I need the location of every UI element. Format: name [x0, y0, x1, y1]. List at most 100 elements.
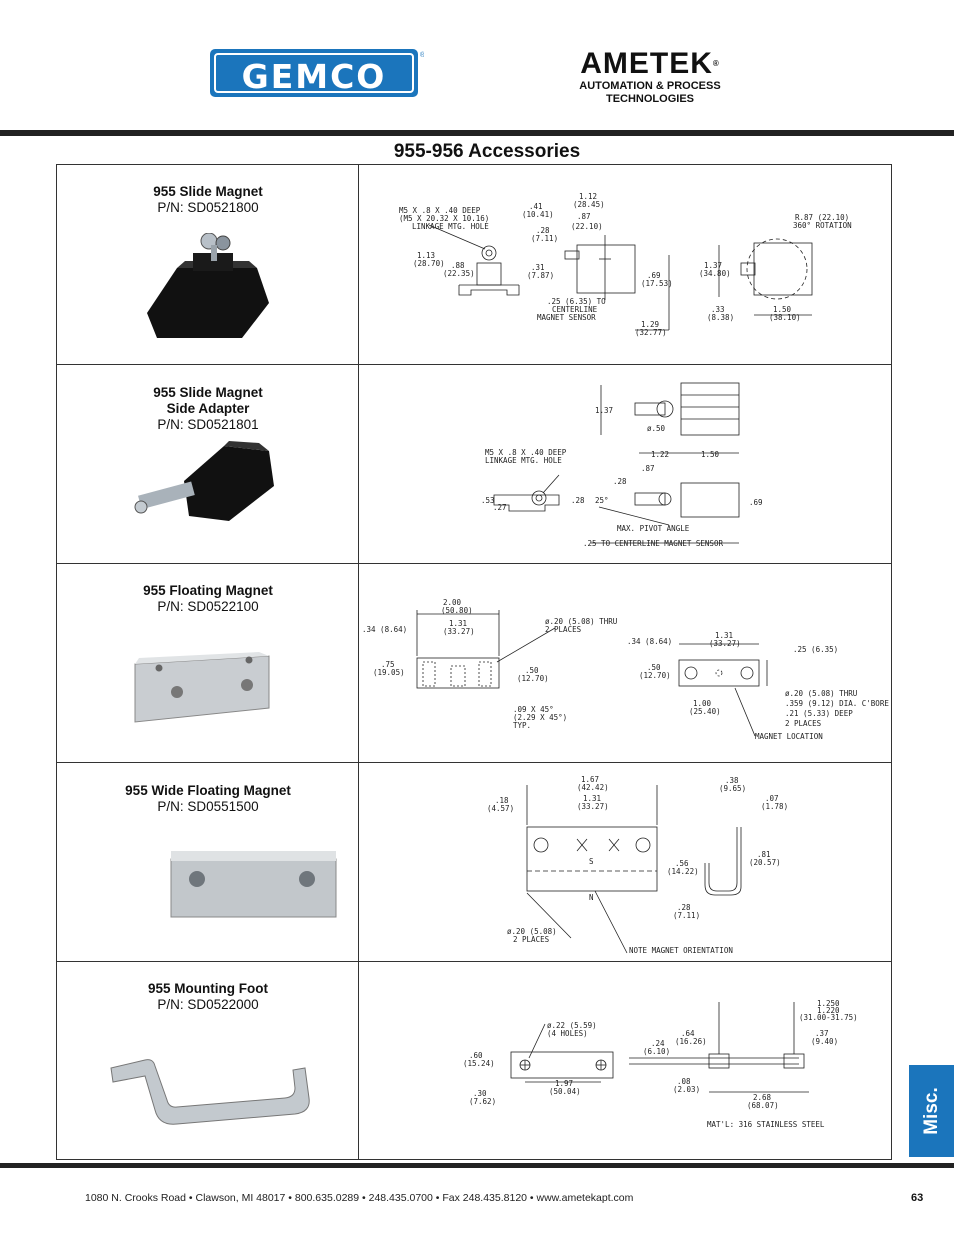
- drawing-label: 1.13: [417, 251, 435, 260]
- drawing-label: (2.29 X 45°): [513, 713, 567, 722]
- drawing-label: .87: [641, 464, 655, 473]
- drawing-label: (34.80): [699, 269, 731, 278]
- drawing-label: (28.70): [413, 259, 445, 268]
- product-name: Side Adapter: [166, 401, 250, 416]
- section-tab[interactable]: Misc.: [909, 1065, 954, 1157]
- drawing-label: .07: [765, 794, 779, 803]
- product-name: 955 Mounting Foot: [148, 981, 268, 996]
- drawing-cell: 1.250 1.220 (31.00-31.75) ø.22 (5.59) (4…: [359, 962, 891, 1160]
- drawing-label: (4 HOLES): [547, 1029, 588, 1038]
- drawing-label: (19.05): [373, 668, 405, 677]
- drawing-label: LINKAGE MTG. HOLE: [412, 222, 489, 231]
- table-row: 955 Mounting Foot P/N: SD0522000: [57, 961, 891, 1160]
- drawing-label: .08: [677, 1077, 691, 1086]
- drawing-label: .88: [451, 261, 465, 270]
- product-name: 955 Slide Magnet: [153, 184, 263, 199]
- drawing-label: 2 PLACES: [785, 719, 822, 728]
- drawing-label: .50: [647, 663, 661, 672]
- drawing-label: .37: [815, 1029, 829, 1038]
- drawing-label: 1.31: [449, 619, 467, 628]
- drawing-label: (20.57): [749, 858, 781, 867]
- mounting-foot-drawing: 1.250 1.220 (31.00-31.75) ø.22 (5.59) (4…: [463, 999, 858, 1129]
- header-divider: [0, 130, 954, 136]
- drawing-label: (38.10): [769, 313, 801, 322]
- drawing-label: .25 (6.35) TO: [547, 297, 606, 306]
- drawing-label: 1.37: [704, 261, 722, 270]
- floating-magnet-drawing: 2.00 (50.80) ø.20 (5.08) THRU 2 PLACES .…: [362, 598, 889, 741]
- drawing-label: .28: [677, 903, 691, 912]
- drawing-label: (17.53): [641, 279, 673, 288]
- drawing-cell: 2.00 (50.80) ø.20 (5.08) THRU 2 PLACES .…: [359, 564, 891, 762]
- product-cell: 955 Slide Magnet P/N: SD0521800: [57, 165, 359, 364]
- drawing-label: .30: [473, 1089, 487, 1098]
- drawing-label: (7.11): [673, 911, 700, 920]
- footer-address: 1080 N. Crooks Road • Clawson, MI 48017 …: [85, 1192, 634, 1204]
- drawing-label: (10.41): [522, 210, 554, 219]
- drawing-label: .359 (9.12) DIA. C'BORE: [785, 699, 889, 708]
- drawing-label: 1.250: [817, 999, 840, 1008]
- drawing-label: MAT'L: 316 STAINLESS STEEL: [707, 1120, 825, 1129]
- drawing-label: 25°: [595, 496, 609, 505]
- drawing-label: ø.50: [647, 424, 666, 433]
- drawing-label: (22.35): [443, 269, 475, 278]
- slide-magnet-drawing: M5 X .8 X .40 DEEP (M5 X 20.32 X 10.16) …: [399, 192, 852, 337]
- ametek-wordmark: AMETEK®: [580, 47, 720, 80]
- drawing-label: (1.78): [761, 802, 788, 811]
- drawing-label: .09 X 45°: [513, 705, 554, 714]
- drawing-label: 1.97: [555, 1079, 573, 1088]
- drawing-label: 1.37: [595, 406, 613, 415]
- drawing-cell: 1.37 ø.50 M5 X .8 X .40 DEEP LINKAGE MTG…: [359, 365, 891, 563]
- drawing-label: (25.40): [689, 707, 721, 716]
- drawing-label: 1.00: [693, 699, 712, 708]
- drawing-label: (22.10): [571, 222, 603, 231]
- drawing-label: .31: [531, 263, 545, 272]
- table-row: 955 Floating Magnet P/N: SD0522100: [57, 563, 891, 762]
- product-cell: 955 Wide Floating Magnet P/N: SD0551500: [57, 763, 359, 961]
- drawing-label: .50: [525, 666, 539, 675]
- drawing-label: .81: [757, 850, 771, 859]
- mounting-foot-photo: [110, 1059, 310, 1125]
- part-number: P/N: SD0521801: [157, 417, 259, 432]
- drawing-label: 1.31: [583, 794, 601, 803]
- product-cell: 955 Mounting Foot P/N: SD0522000: [57, 962, 359, 1160]
- accessories-table: 955 Slide Magnet P/N: SD0521800: [56, 164, 892, 1160]
- drawing-label: .28: [571, 496, 585, 505]
- drawing-label: N: [589, 893, 594, 902]
- product-name: 955 Floating Magnet: [143, 583, 273, 598]
- drawing-label: (12.70): [517, 674, 549, 683]
- drawing-label: .38: [725, 776, 739, 785]
- drawing-label: TYP.: [513, 721, 531, 730]
- drawing-label: .56: [675, 859, 689, 868]
- drawing-label: 1.12: [579, 192, 597, 201]
- drawing-label: 360° ROTATION: [793, 221, 852, 230]
- drawing-label: 1.67: [581, 775, 599, 784]
- drawing-label: .53: [481, 496, 495, 505]
- drawing-label: .87: [577, 212, 591, 221]
- drawing-label: (12.70): [639, 671, 671, 680]
- drawing-label: .33: [711, 305, 725, 314]
- drawing-label: NOTE MAGNET ORIENTATION: [629, 946, 733, 955]
- drawing-label: .18: [495, 796, 509, 805]
- drawing-label: 1.50: [701, 450, 720, 459]
- product-cell: 955 Floating Magnet P/N: SD0522100: [57, 564, 359, 762]
- side-adapter-drawing: 1.37 ø.50 M5 X .8 X .40 DEEP LINKAGE MTG…: [481, 382, 763, 548]
- drawing-label: 1.220: [817, 1006, 840, 1015]
- drawing-label: .34 (8.64): [627, 637, 672, 646]
- drawing-label: ø.20 (5.08) THRU: [545, 617, 617, 626]
- ametek-tagline-line2: TECHNOLOGIES: [605, 93, 694, 105]
- drawing-label: (50.80): [441, 606, 473, 615]
- drawing-label: (68.07): [747, 1101, 779, 1110]
- page-title: 955-956 Accessories: [393, 141, 581, 162]
- svg-text:®: ®: [420, 51, 424, 59]
- drawing-label: (15.24): [463, 1059, 495, 1068]
- drawing-label: .21 (5.33) DEEP: [785, 709, 853, 718]
- drawing-label: (33.27): [443, 627, 475, 636]
- drawing-label: MAGNET SENSOR: [537, 313, 596, 322]
- drawing-label: (50.04): [549, 1087, 581, 1096]
- drawing-label: 1.50: [773, 305, 792, 314]
- drawing-label: M5 X .8 X .40 DEEP: [399, 206, 481, 215]
- drawing-label: (9.40): [811, 1037, 838, 1046]
- drawing-label: .28: [536, 226, 550, 235]
- ametek-logo: AMETEK® AUTOMATION & PROCESS TECHNOLOGIE…: [560, 47, 740, 110]
- side-adapter-photo: [134, 441, 274, 521]
